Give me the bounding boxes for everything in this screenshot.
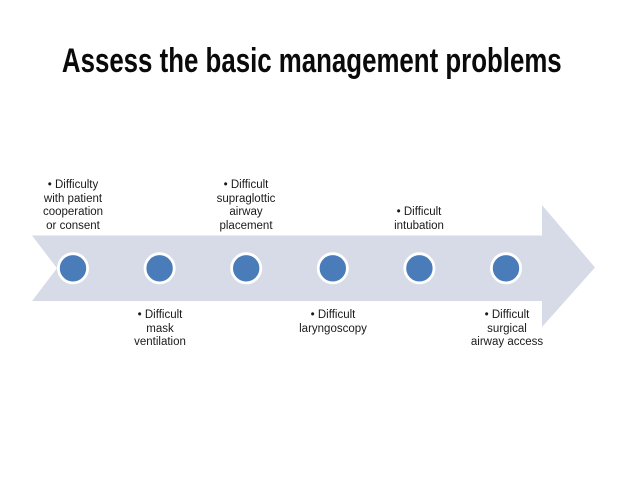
milestone-dot [57, 252, 90, 285]
milestone-dot [489, 252, 522, 285]
milestone-label-mask-ventilation: • Difficult mask ventilation [134, 309, 186, 348]
slide-title: Assess the basic management problems [0, 41, 621, 81]
milestone-label-supraglottic-airway: • Difficult supraglottic airway placemen… [216, 179, 276, 232]
milestone-dot [143, 252, 176, 285]
arrow-shape [32, 205, 595, 327]
milestone-dot [316, 252, 349, 285]
milestone-dot [230, 252, 263, 285]
milestone-label-patient-cooperation: • Difficulty with patient cooperation or… [42, 179, 104, 232]
milestone-label-intubation: • Difficult intubation [394, 206, 444, 232]
slide-title-text: Assess the basic management problems [61, 42, 562, 80]
milestone-label-laryngoscopy: • Difficult laryngoscopy [299, 309, 367, 335]
milestone-dot [403, 252, 436, 285]
milestone-label-surgical-airway: • Difficult surgical airway access [470, 309, 544, 348]
